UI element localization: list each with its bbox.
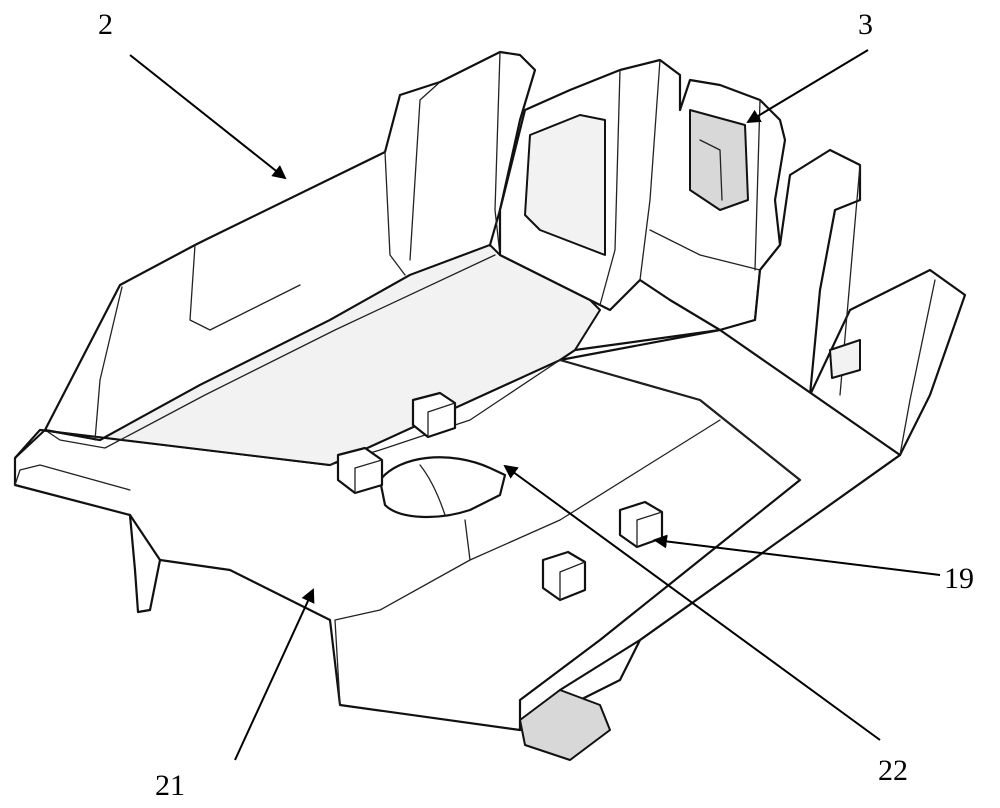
ref-label-21: 21 — [155, 769, 185, 802]
ref-label-2: 2 — [98, 8, 113, 41]
ref-label-19: 19 — [944, 562, 974, 595]
bottom-tab — [519, 689, 611, 761]
latch-window — [689, 109, 749, 211]
left-hook-tab — [128, 513, 162, 614]
connector-housing — [13, 50, 967, 761]
latch-slot — [524, 114, 606, 256]
ref-label-22: 22 — [878, 754, 908, 787]
right-notch — [829, 339, 861, 379]
leaders — [129, 49, 941, 761]
ref-label-3: 3 — [858, 8, 873, 41]
